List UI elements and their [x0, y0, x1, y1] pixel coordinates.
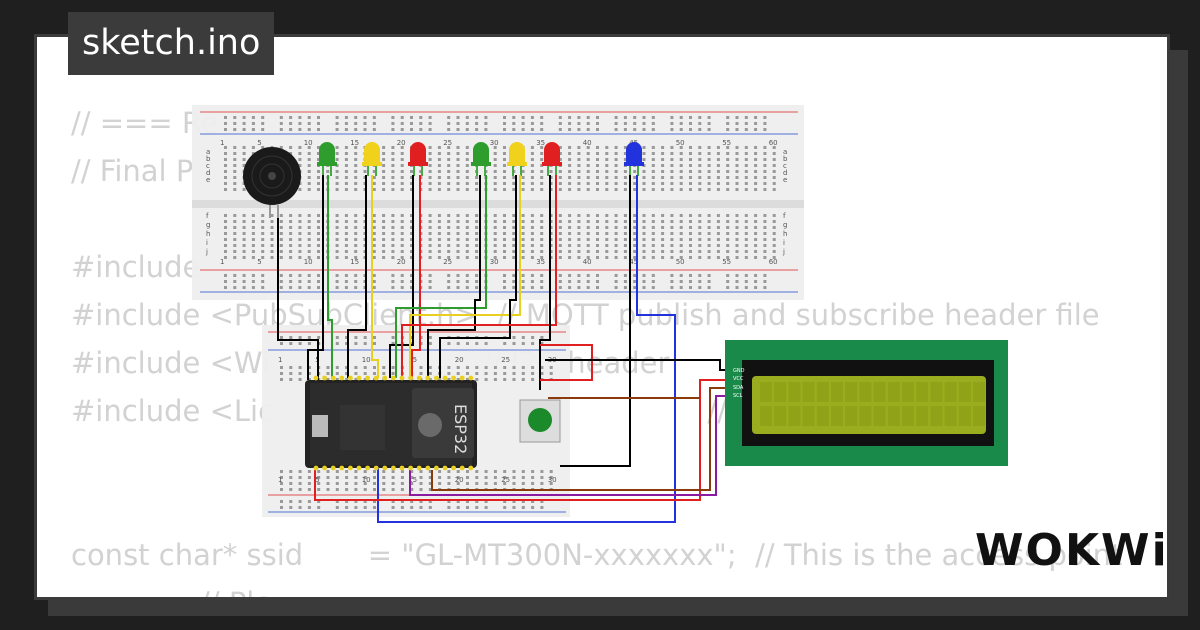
- bb-row-letter: i: [206, 239, 208, 247]
- lcd-pin-vcc: VCC: [733, 376, 744, 382]
- bb-top-col-num: 25: [443, 258, 452, 266]
- file-tab[interactable]: sketch.ino: [68, 12, 275, 75]
- lcd-display[interactable]: GND VCC SDA SCL: [725, 340, 1008, 466]
- bb-top-col-num: 50: [676, 139, 685, 147]
- bb-row-letter: d: [206, 169, 210, 177]
- bb-top-col-num: 15: [350, 139, 359, 147]
- bb-top-col-num: 25: [443, 139, 452, 147]
- bb-top-col-num: 30: [490, 139, 499, 147]
- bb-top-col-num: 10: [304, 139, 313, 147]
- lcd-pin-sda: SDA: [733, 385, 744, 391]
- esp32-board[interactable]: ESP32: [305, 375, 477, 471]
- bb-top-col-num: 1: [220, 139, 224, 147]
- bb-bottom-col-num: 1: [278, 356, 282, 364]
- bb-row-letter: j: [205, 248, 208, 256]
- bb-top-col-num: 40: [583, 139, 592, 147]
- bb-bottom-col-num: 15: [408, 476, 417, 484]
- led[interactable]: [471, 142, 491, 176]
- bb-bottom-col-num: 20: [455, 476, 464, 484]
- breadboard-top[interactable]: 1155101015152020252530303535404045455050…: [192, 105, 804, 300]
- bb-top-col-num: 20: [397, 139, 406, 147]
- lcd-pin-gnd: GND: [733, 368, 745, 374]
- bb-row-letter: g: [783, 221, 787, 229]
- bb-row-letter: e: [783, 176, 787, 184]
- bb-top-col-num: 20: [397, 258, 406, 266]
- bb-row-letter: f: [783, 212, 786, 220]
- bb-top-col-num: 40: [583, 258, 592, 266]
- bb-top-col-num: 30: [490, 258, 499, 266]
- led[interactable]: [362, 142, 382, 176]
- bb-row-letter: g: [206, 221, 210, 229]
- bb-top-col-num: 55: [722, 139, 731, 147]
- led[interactable]: [507, 142, 527, 176]
- bb-row-letter: d: [783, 169, 787, 177]
- led[interactable]: [542, 142, 562, 176]
- lcd-pin-labels: GND VCC SDA SCL: [733, 368, 745, 399]
- bb-top-col-num: 45: [629, 258, 638, 266]
- bb-top-col-num: 55: [722, 258, 731, 266]
- bb-top-col-num: 60: [769, 139, 778, 147]
- bb-row-letter: b: [206, 155, 211, 163]
- bb-row-letter: h: [206, 230, 210, 238]
- code-line: // Ple...: [71, 579, 1122, 597]
- bb-bottom-col-num: 30: [548, 476, 557, 484]
- code-line: #include: [71, 250, 201, 284]
- code-background: // === Re// Final P#include#include <Pub…: [71, 99, 1123, 597]
- bb-row-letter: b: [783, 155, 788, 163]
- bb-top-col-num: 60: [769, 258, 778, 266]
- bb-row-letter: h: [783, 230, 787, 238]
- bb-top-col-num: 50: [676, 258, 685, 266]
- led[interactable]: [408, 142, 428, 176]
- led[interactable]: [317, 142, 337, 176]
- lcd-pin-scl: SCL: [733, 393, 743, 399]
- bb-top-col-num: 15: [350, 258, 359, 266]
- bb-row-letter: i: [783, 239, 785, 247]
- bb-bottom-col-num: 1: [278, 476, 282, 484]
- bb-bottom-col-num: 25: [501, 476, 510, 484]
- code-line: // Final P: [71, 154, 194, 188]
- code-line: const char* ssid = "GL-MT300N-xxxxxxx"; …: [71, 538, 1123, 572]
- bb-row-letter: a: [783, 148, 787, 156]
- bb-top-col-num: 5: [257, 139, 261, 147]
- wokwi-logo: WOKWi: [975, 525, 1169, 576]
- bb-bottom-col-num: 20: [455, 356, 464, 364]
- bb-bottom-col-num: 10: [362, 356, 371, 364]
- led[interactable]: [624, 142, 644, 176]
- bb-row-letter: j: [782, 248, 785, 256]
- bb-top-col-num: 5: [257, 258, 261, 266]
- bb-top-col-num: 10: [304, 258, 313, 266]
- bb-row-letter: a: [206, 148, 210, 156]
- bb-bottom-col-num: 25: [501, 356, 510, 364]
- bb-row-letter: c: [783, 162, 787, 170]
- bb-row-letter: e: [206, 176, 210, 184]
- push-button[interactable]: [519, 399, 561, 443]
- bb-top-col-num: 35: [536, 139, 545, 147]
- bb-row-letter: f: [206, 212, 209, 220]
- bb-bottom-col-num: 5: [315, 476, 319, 484]
- bb-bottom-col-num: 10: [362, 476, 371, 484]
- bb-top-col-num: 1: [220, 258, 224, 266]
- esp32-label: ESP32: [451, 404, 470, 454]
- buzzer[interactable]: [243, 147, 301, 218]
- bb-row-letter: c: [206, 162, 210, 170]
- bb-top-col-num: 35: [536, 258, 545, 266]
